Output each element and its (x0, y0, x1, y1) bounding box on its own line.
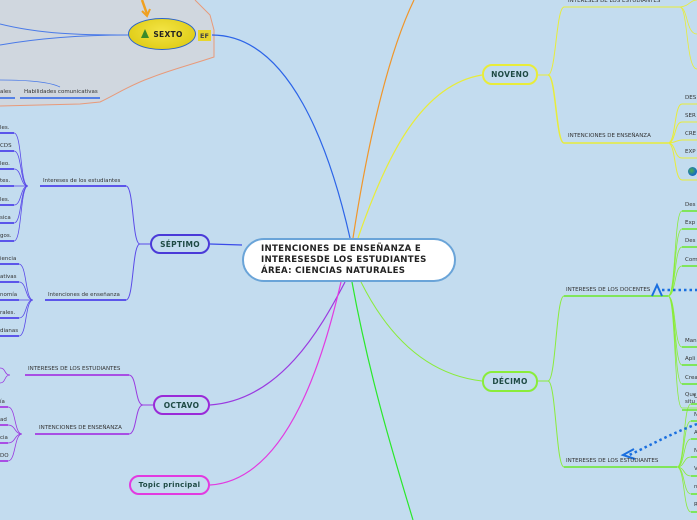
main-topic-line-1: INTENCIONES DE ENSEÑANZA E (261, 243, 422, 254)
leaf[interactable]: V (694, 466, 697, 472)
leaf[interactable]: Des (685, 238, 696, 244)
leaf[interactable]: CRE (685, 131, 697, 137)
leaf[interactable]: CDS (0, 143, 12, 149)
main-topic[interactable]: INTENCIONES DE ENSEÑANZA E INTERESESDE L… (242, 238, 456, 282)
leaf[interactable]: situ (685, 399, 696, 405)
topic-noveno-label: NOVENO (491, 70, 529, 79)
leaf[interactable]: ad (0, 417, 7, 423)
sexto-sub-label[interactable]: ales (0, 89, 12, 95)
leaf[interactable]: nomía (0, 292, 18, 298)
leaf[interactable]: Que (685, 392, 697, 398)
leaf[interactable]: les. (0, 197, 10, 203)
leaf[interactable]: n (694, 484, 697, 490)
subtopic-intereses-estudiantes[interactable]: INTERESES DE LOS ESTUDIANTES (566, 458, 659, 464)
topic-octavo-label: OCTAVO (163, 400, 200, 410)
subtopic-intenciones-ensenanza[interactable]: INTENCIONES DE ENSEÑANZA (39, 425, 122, 431)
subtopic-intenciones-ensenanza[interactable]: Intenciones de enseñanza (48, 292, 120, 298)
leaf[interactable]: iencia (0, 256, 17, 262)
main-topic-line-2: INTERESESDE LOS ESTUDIANTES (261, 254, 427, 265)
topic-septimo[interactable]: SÉPTIMO (150, 234, 210, 254)
leaf[interactable]: Exp (685, 220, 696, 226)
leaf[interactable]: Com (685, 257, 697, 263)
leaf[interactable]: Des (685, 202, 696, 208)
sexto-sub-label[interactable]: Habilidades comunicativas (24, 89, 98, 95)
leaf[interactable]: dianas (0, 328, 19, 334)
leaf[interactable]: cia (0, 435, 8, 441)
topic-noveno[interactable]: NOVENO (482, 64, 538, 85)
subtopic-intereses-estudiantes[interactable]: Intereses de los estudiantes (43, 178, 121, 184)
subtopic-intenciones-ensenanza[interactable]: INTENCIONES DE ENSEÑANZA (568, 133, 651, 139)
leaf[interactable]: ía (0, 399, 5, 405)
ef-tag[interactable]: EF (198, 30, 211, 41)
leaf[interactable]: R (694, 502, 697, 508)
leaf[interactable]: Man (685, 338, 697, 344)
leaf[interactable]: A (694, 430, 697, 436)
leaf[interactable]: DES (685, 95, 697, 101)
topic-septimo-label: SÉPTIMO (160, 239, 200, 249)
topic-principal-label: Topic principal (138, 481, 201, 489)
subtopic-intereses-estudiantes[interactable]: INTERESES DE LOS ESTUDIANTES (568, 0, 661, 4)
subtopic-intereses-estudiantes[interactable]: INTERESES DE LOS ESTUDIANTES (28, 366, 121, 372)
leaf[interactable]: U (694, 394, 697, 400)
leaf[interactable]: tes. (0, 178, 11, 184)
tree-icon (141, 28, 150, 38)
leaf[interactable]: rales. (0, 310, 16, 316)
main-topic-line-3: ÁREA: CIENCIAS NATURALES (261, 265, 406, 276)
leaf[interactable]: SER (685, 113, 696, 119)
leaf[interactable]: sica (0, 215, 11, 221)
topic-sexto[interactable]: SEXTO (128, 18, 196, 50)
leaf[interactable]: leo. (0, 161, 10, 167)
leaf[interactable]: gos. (0, 233, 12, 239)
leaf[interactable]: Apli (685, 356, 696, 362)
leaf[interactable]: N (694, 448, 697, 454)
topic-principal[interactable]: Topic principal (129, 475, 210, 495)
leaf[interactable]: Crea (685, 375, 697, 381)
topic-decimo[interactable]: DÉCIMO (482, 371, 538, 392)
leaf[interactable]: ativas (0, 274, 17, 280)
leaf[interactable]: les. (0, 125, 10, 131)
topic-octavo[interactable]: OCTAVO (153, 395, 210, 415)
leaf[interactable]: N (694, 412, 697, 418)
leaf[interactable]: EXP (685, 149, 696, 155)
globe-icon (688, 167, 697, 176)
topic-sexto-label: SEXTO (153, 29, 183, 39)
subtopic-intereses-docentes[interactable]: INTERESES DE LOS DOCENTES (566, 287, 651, 293)
leaf[interactable]: DO (0, 453, 9, 459)
topic-decimo-label: DÉCIMO (492, 377, 528, 386)
